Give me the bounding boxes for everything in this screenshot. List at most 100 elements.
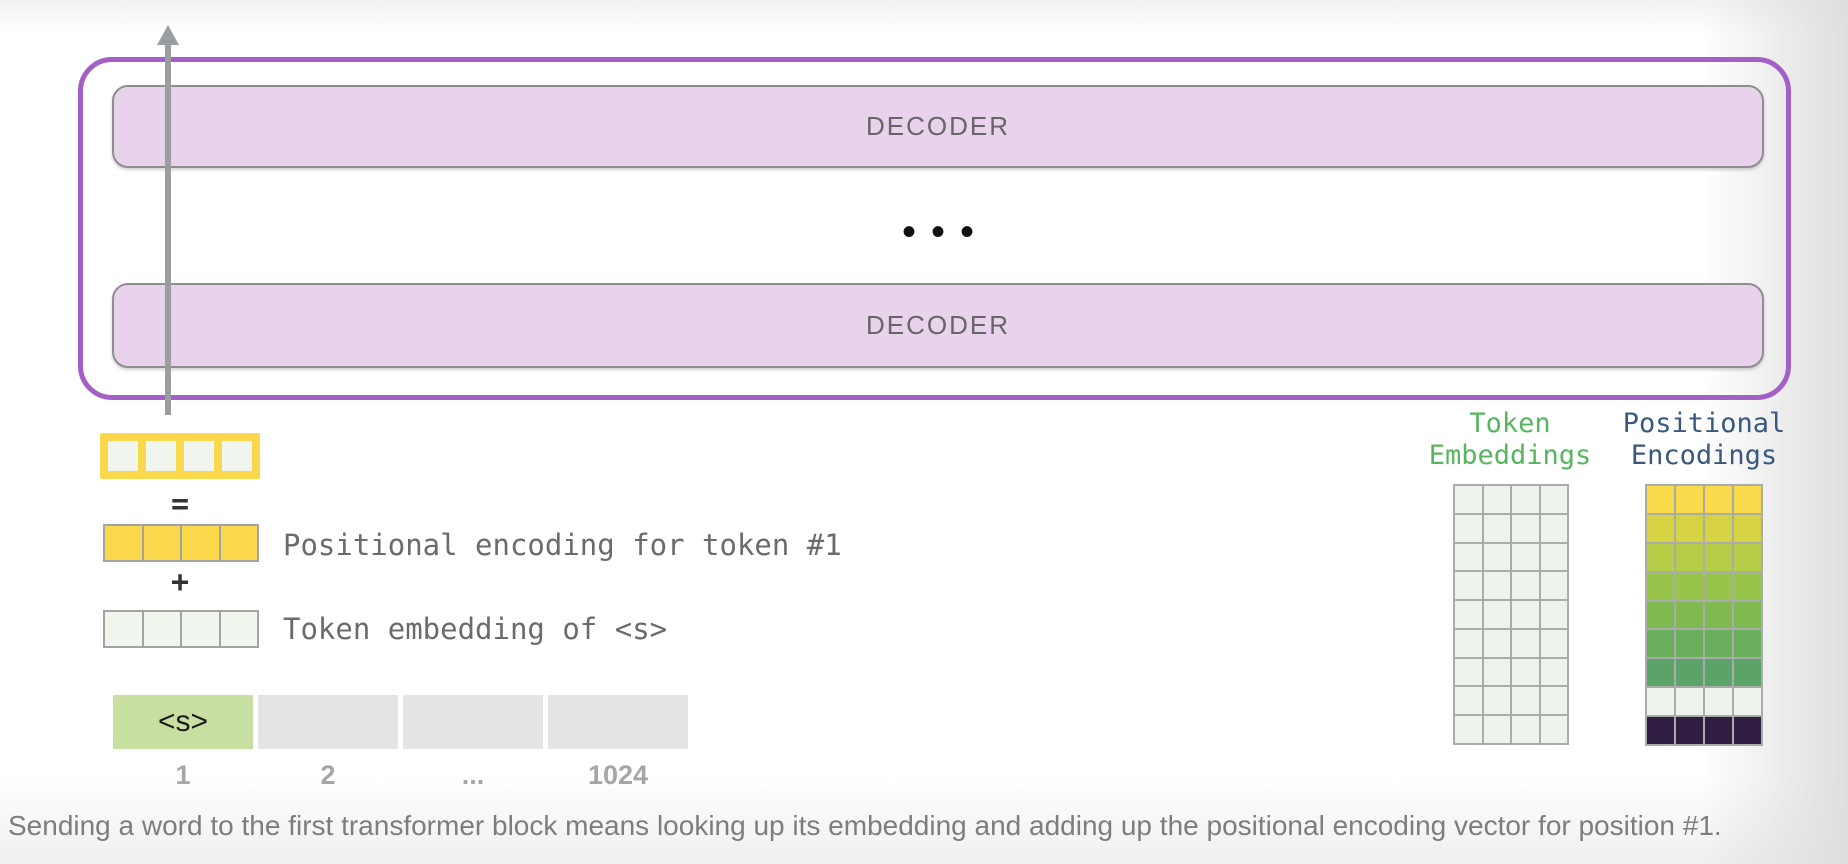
matrix-cell	[1647, 717, 1674, 744]
matrix-cell	[1647, 601, 1674, 629]
matrix-cell	[1647, 688, 1674, 716]
decoder-block-bottom: DECODER	[112, 283, 1764, 368]
matrix-cell	[1705, 514, 1732, 542]
positional-encodings-title: Positional Encodings	[1604, 408, 1804, 472]
matrix-cell	[1705, 630, 1732, 658]
matrix-cell	[1734, 514, 1761, 542]
token-cell-empty	[403, 695, 543, 749]
stack-ellipsis-dots: •••	[901, 209, 989, 254]
sum-vector-cell	[146, 441, 176, 471]
matrix-cell	[1483, 687, 1510, 715]
matrix-cell	[1540, 716, 1567, 743]
positional-vector-cell	[143, 526, 180, 560]
decoder-block-top: DECODER	[112, 85, 1764, 168]
matrix-cell	[1540, 687, 1567, 715]
matrix-cell	[1540, 658, 1567, 686]
positional-encoding-label: Positional encoding for token #1	[283, 528, 842, 562]
embedding-vector-cell	[105, 612, 142, 646]
matrix-cell	[1483, 629, 1510, 657]
matrix-cell	[1734, 630, 1761, 658]
figure-caption: Sending a word to the first transformer …	[8, 810, 1722, 841]
position-number-row: 1 2 ... 1024	[113, 758, 688, 792]
token-cell-empty	[548, 695, 688, 749]
matrix-cell	[1483, 543, 1510, 571]
matrix-cell	[1676, 717, 1703, 744]
matrix-cell	[1734, 659, 1761, 687]
matrix-cell	[1647, 486, 1674, 513]
matrix-cell	[1734, 572, 1761, 600]
matrix-cell	[1512, 514, 1539, 542]
matrix-cell	[1705, 486, 1732, 513]
matrix-cell	[1512, 716, 1539, 743]
matrix-cell	[1483, 486, 1510, 513]
embedding-vector-cell	[182, 612, 219, 646]
matrix-cell	[1676, 572, 1703, 600]
matrix-cell	[1647, 659, 1674, 687]
matrix-cell	[1455, 716, 1482, 743]
token-position-row: <s>	[113, 695, 688, 749]
matrix-cell	[1676, 688, 1703, 716]
matrix-cell	[1512, 486, 1539, 513]
decoder-stack-outline	[78, 57, 1791, 400]
matrix-cell	[1540, 629, 1567, 657]
positional-encodings-title-line2: Encodings	[1630, 440, 1778, 471]
token-cell-empty	[258, 695, 398, 749]
positional-encodings-title-line1: Positional	[1622, 408, 1786, 439]
sum-vector-cell	[108, 441, 138, 471]
positional-vector-cell	[220, 526, 257, 560]
equals-sign: =	[170, 487, 190, 522]
matrix-cell	[1455, 687, 1482, 715]
matrix-cell	[1676, 543, 1703, 571]
positional-vector-cell	[105, 526, 142, 560]
decoder-block-bottom-label: DECODER	[865, 310, 1010, 340]
sum-vector-cell	[184, 441, 214, 471]
matrix-cell	[1455, 486, 1482, 513]
matrix-cell	[1705, 717, 1732, 744]
matrix-cell	[1734, 688, 1761, 716]
output-arrow-line	[165, 44, 171, 415]
matrix-cell	[1676, 630, 1703, 658]
token-embeddings-title-line1: Token	[1469, 408, 1551, 439]
positional-vector-cell	[182, 526, 219, 560]
matrix-cell	[1676, 601, 1703, 629]
matrix-cell	[1512, 629, 1539, 657]
token-embedding-label: Token embedding of <s>	[283, 612, 668, 646]
matrix-cell	[1455, 601, 1482, 628]
matrix-cell	[1676, 514, 1703, 542]
matrix-cell	[1705, 659, 1732, 687]
matrix-cell	[1705, 572, 1732, 600]
matrix-cell	[1483, 658, 1510, 686]
matrix-cell	[1647, 514, 1674, 542]
token-embedding-vector	[103, 610, 259, 648]
matrix-cell	[1705, 688, 1732, 716]
matrix-cell	[1512, 601, 1539, 628]
positional-encoding-vector	[103, 524, 259, 562]
token-cell-s: <s>	[113, 695, 253, 749]
matrix-cell	[1540, 486, 1567, 513]
matrix-cell	[1647, 543, 1674, 571]
matrix-cell	[1647, 572, 1674, 600]
output-arrow-head-icon	[157, 25, 179, 45]
matrix-cell	[1455, 658, 1482, 686]
matrix-cell	[1455, 572, 1482, 600]
matrix-cell	[1734, 601, 1761, 629]
embedding-vector-cell	[143, 612, 180, 646]
matrix-cell	[1483, 572, 1510, 600]
matrix-cell	[1455, 629, 1482, 657]
matrix-cell	[1512, 687, 1539, 715]
token-embeddings-title: Token Embeddings	[1410, 408, 1610, 472]
matrix-cell	[1676, 659, 1703, 687]
matrix-cell	[1483, 716, 1510, 743]
position-number: ...	[461, 760, 485, 790]
embedding-vector-cell	[220, 612, 257, 646]
matrix-cell	[1483, 514, 1510, 542]
matrix-cell	[1647, 630, 1674, 658]
matrix-cell	[1705, 543, 1732, 571]
matrix-cell	[1540, 601, 1567, 628]
token-embeddings-title-line2: Embeddings	[1428, 440, 1592, 471]
decoder-block-top-label: DECODER	[865, 111, 1010, 141]
matrix-cell	[1734, 543, 1761, 571]
matrix-cell	[1676, 486, 1703, 513]
matrix-cell	[1455, 543, 1482, 571]
